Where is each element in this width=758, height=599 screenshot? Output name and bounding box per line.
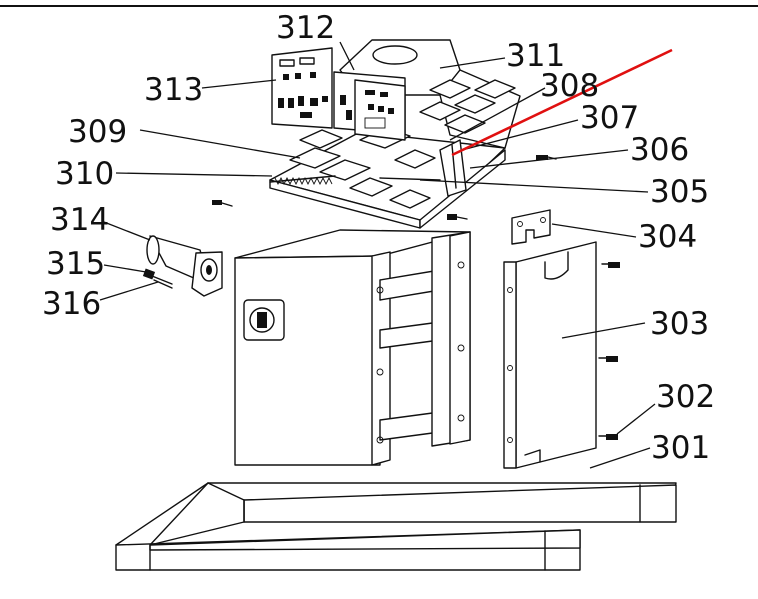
callout-303: 303 <box>650 306 709 342</box>
part-303-side-panel <box>503 241 597 469</box>
screw-icon <box>447 214 468 220</box>
callout-305: 305 <box>650 174 709 210</box>
callout-313: 313 <box>144 72 203 108</box>
red-pointer-arrow-icon <box>451 48 673 157</box>
callout-316: 316 <box>42 286 101 322</box>
part-301-base-frame <box>115 482 677 571</box>
part-313-display-board <box>271 47 333 129</box>
callout-310: 310 <box>55 156 114 192</box>
screw-icon <box>212 200 233 207</box>
screw-icon <box>601 262 620 268</box>
callout-309: 309 <box>68 114 127 150</box>
leader-lines <box>99 41 656 469</box>
callout-301: 301 <box>651 430 710 466</box>
screw-icon <box>598 356 618 362</box>
part-312-control-board <box>333 71 406 141</box>
screw-icon <box>598 434 618 440</box>
part-315-pin <box>142 268 156 280</box>
callout-312: 312 <box>276 10 335 46</box>
callout-314: 314 <box>50 202 109 238</box>
callout-308: 308 <box>540 68 599 104</box>
cabinet-body <box>234 229 471 466</box>
callout-311: 311 <box>506 38 565 74</box>
callout-315: 315 <box>46 246 105 282</box>
part-314-knob-cylinder <box>146 235 223 297</box>
callout-307: 307 <box>580 100 639 136</box>
part-316-spring-pin <box>151 275 173 289</box>
callout-304: 304 <box>638 219 697 255</box>
callout-302: 302 <box>656 379 715 415</box>
part-304-bracket <box>511 209 551 245</box>
callout-306: 306 <box>630 132 689 168</box>
